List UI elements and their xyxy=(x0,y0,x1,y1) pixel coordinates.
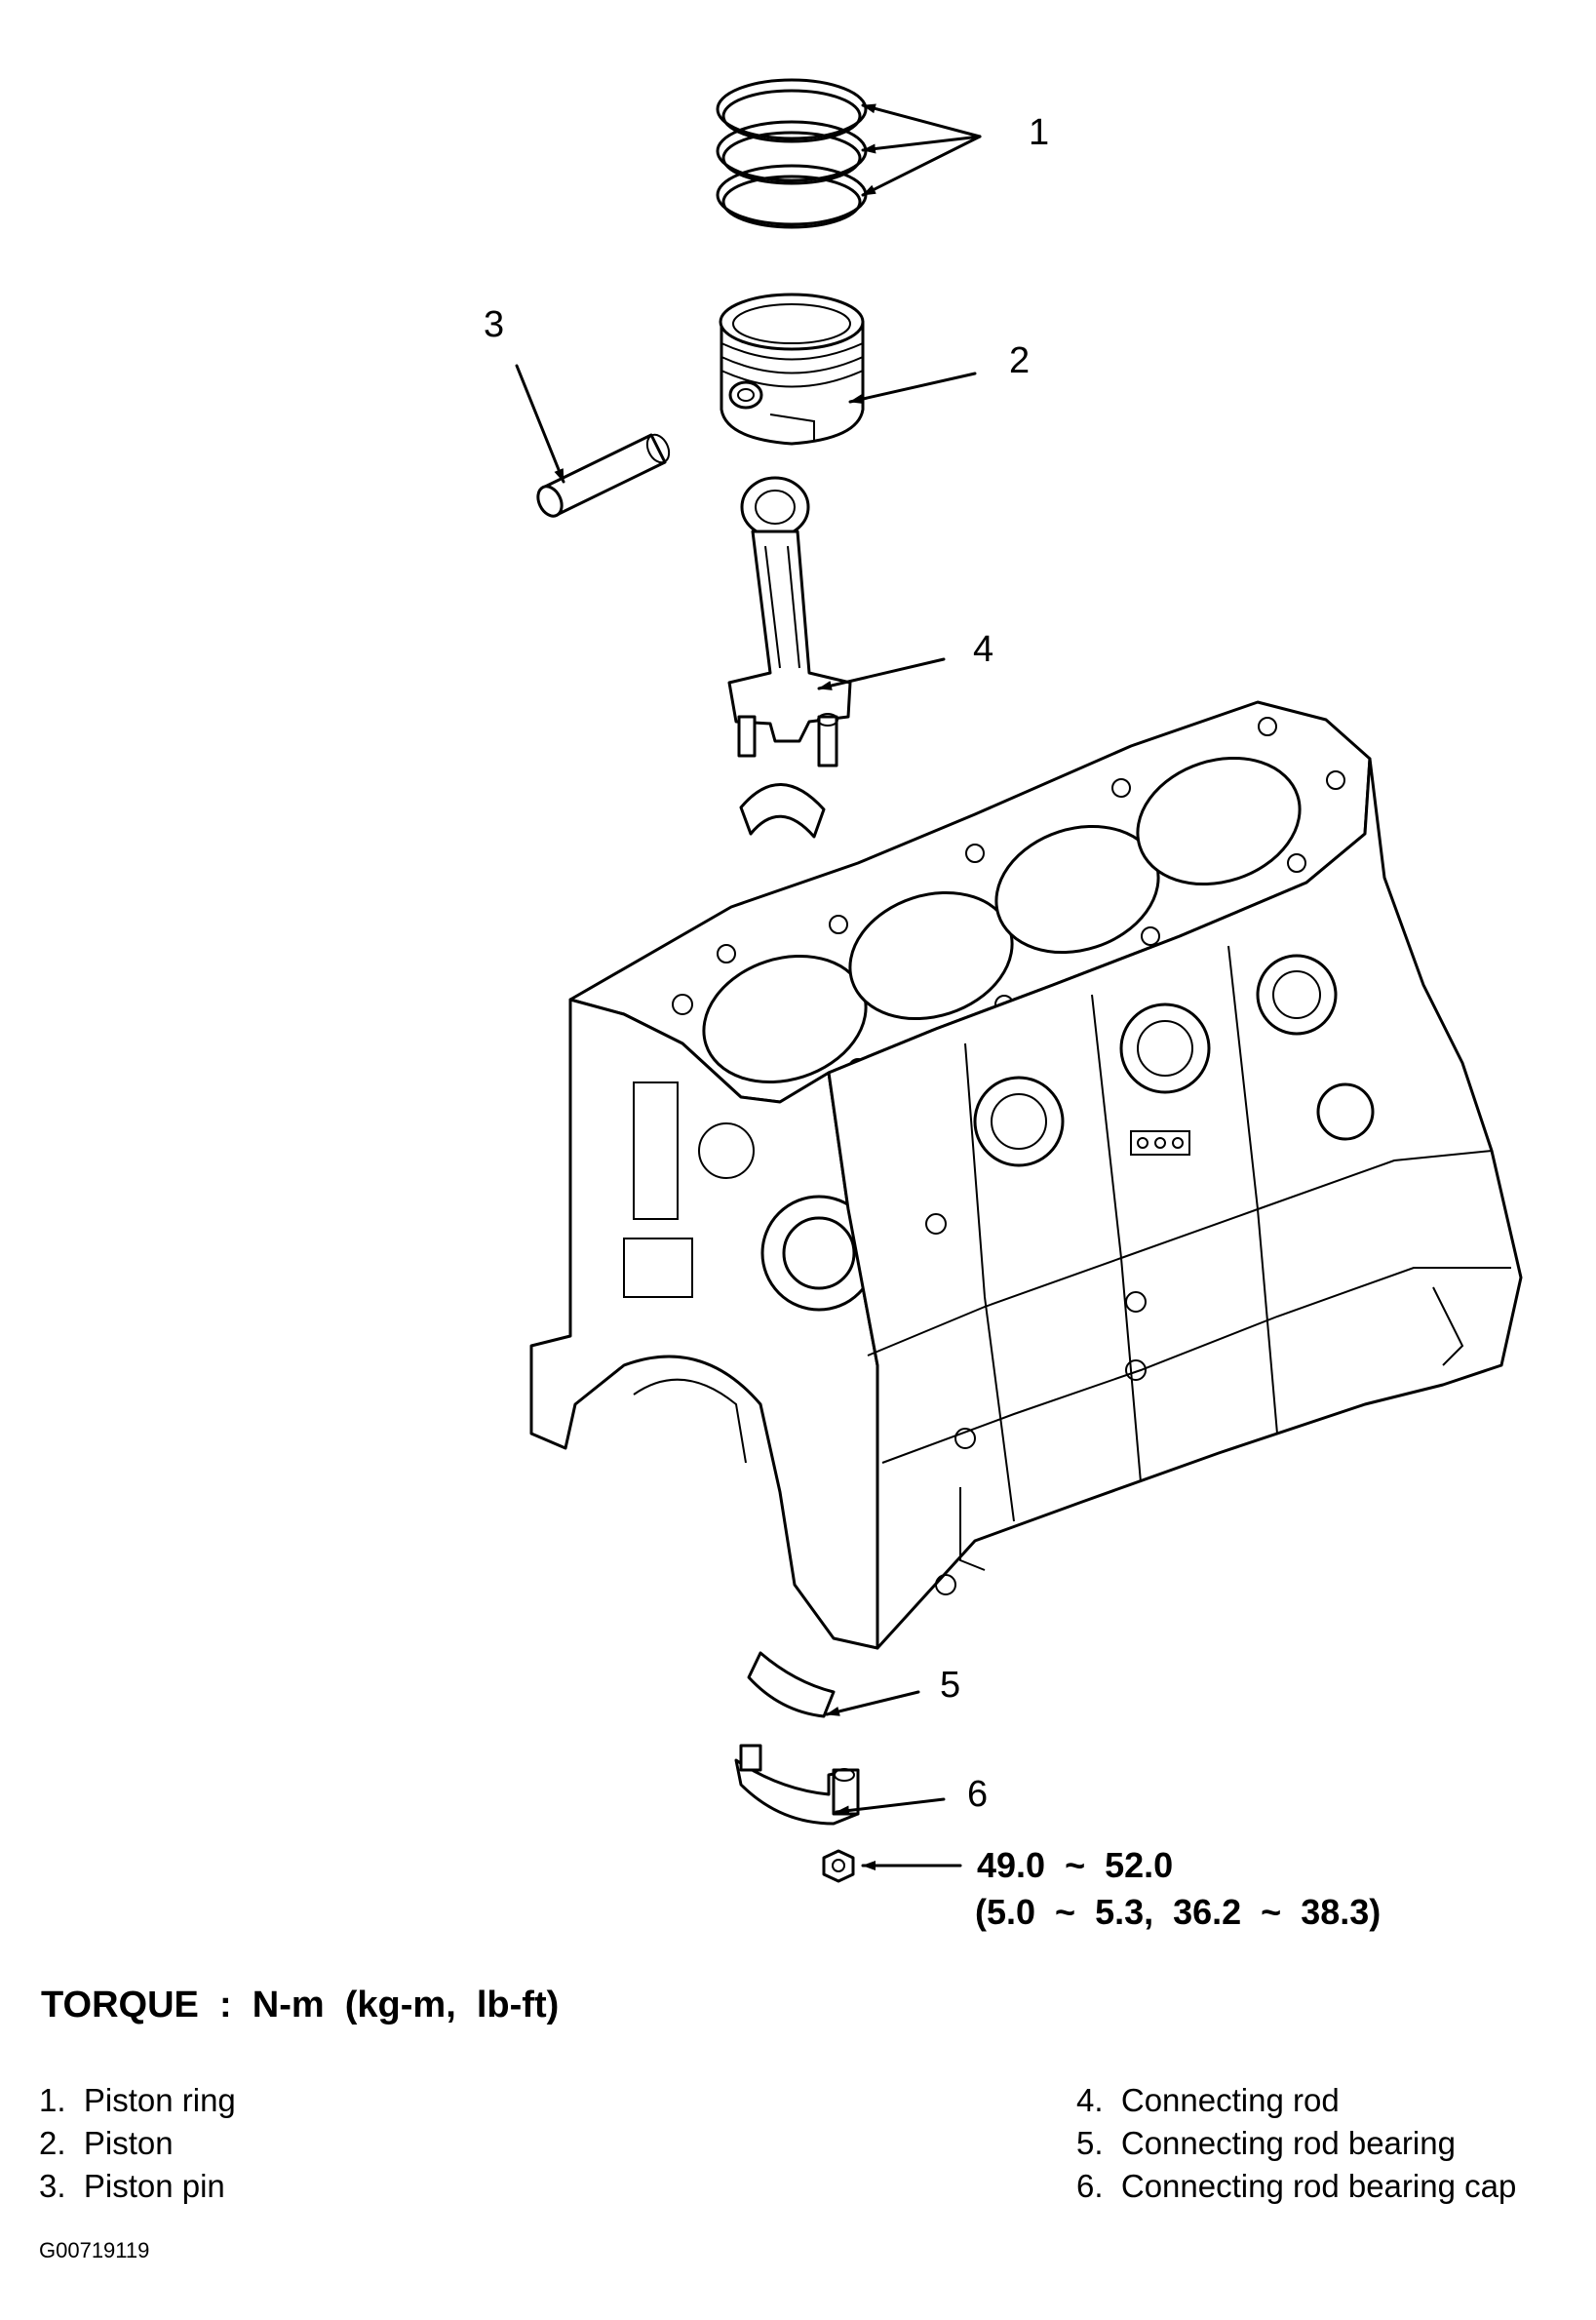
callout-6: 6 xyxy=(967,1774,988,1815)
figure-id: G00719119 xyxy=(39,2238,150,2262)
callout-2: 2 xyxy=(1009,340,1030,381)
legend-item: 1. Piston ring xyxy=(39,2082,236,2118)
cylinder-block xyxy=(529,700,1523,1650)
piston xyxy=(719,293,865,446)
torque-value-alt: (5.0 ~ 5.3, 36.2 ~ 38.3) xyxy=(975,1892,1382,1932)
torque-units-heading: TORQUE : N-m (kg-m, lb-ft) xyxy=(41,1985,560,2025)
piston-pin xyxy=(536,433,671,518)
legend-item: 6. Connecting rod bearing cap xyxy=(1076,2168,1517,2204)
upper-bearing-shell xyxy=(739,783,826,839)
legend-item: 2. Piston xyxy=(39,2125,174,2161)
leader-lines xyxy=(515,103,982,1870)
parts-legend-left: 1. Piston ring 2. Piston 3. Piston pin xyxy=(39,2079,236,2208)
legend-item: 3. Piston pin xyxy=(39,2168,225,2204)
callout-5: 5 xyxy=(940,1665,960,1706)
parts-legend-right: 4. Connecting rod 5. Connecting rod bear… xyxy=(1076,2079,1516,2208)
callout-1: 1 xyxy=(1029,112,1049,153)
rod-nut xyxy=(822,1849,855,1883)
connecting-rod xyxy=(727,476,852,767)
callout-3: 3 xyxy=(484,304,504,345)
piston-rings xyxy=(716,78,868,229)
legend-item: 4. Connecting rod xyxy=(1076,2082,1340,2118)
callout-4: 4 xyxy=(973,629,993,670)
torque-value-nm: 49.0 ~ 52.0 xyxy=(977,1845,1174,1885)
legend-item: 5. Connecting rod bearing xyxy=(1076,2125,1456,2161)
lower-bearing-shell xyxy=(747,1651,836,1718)
